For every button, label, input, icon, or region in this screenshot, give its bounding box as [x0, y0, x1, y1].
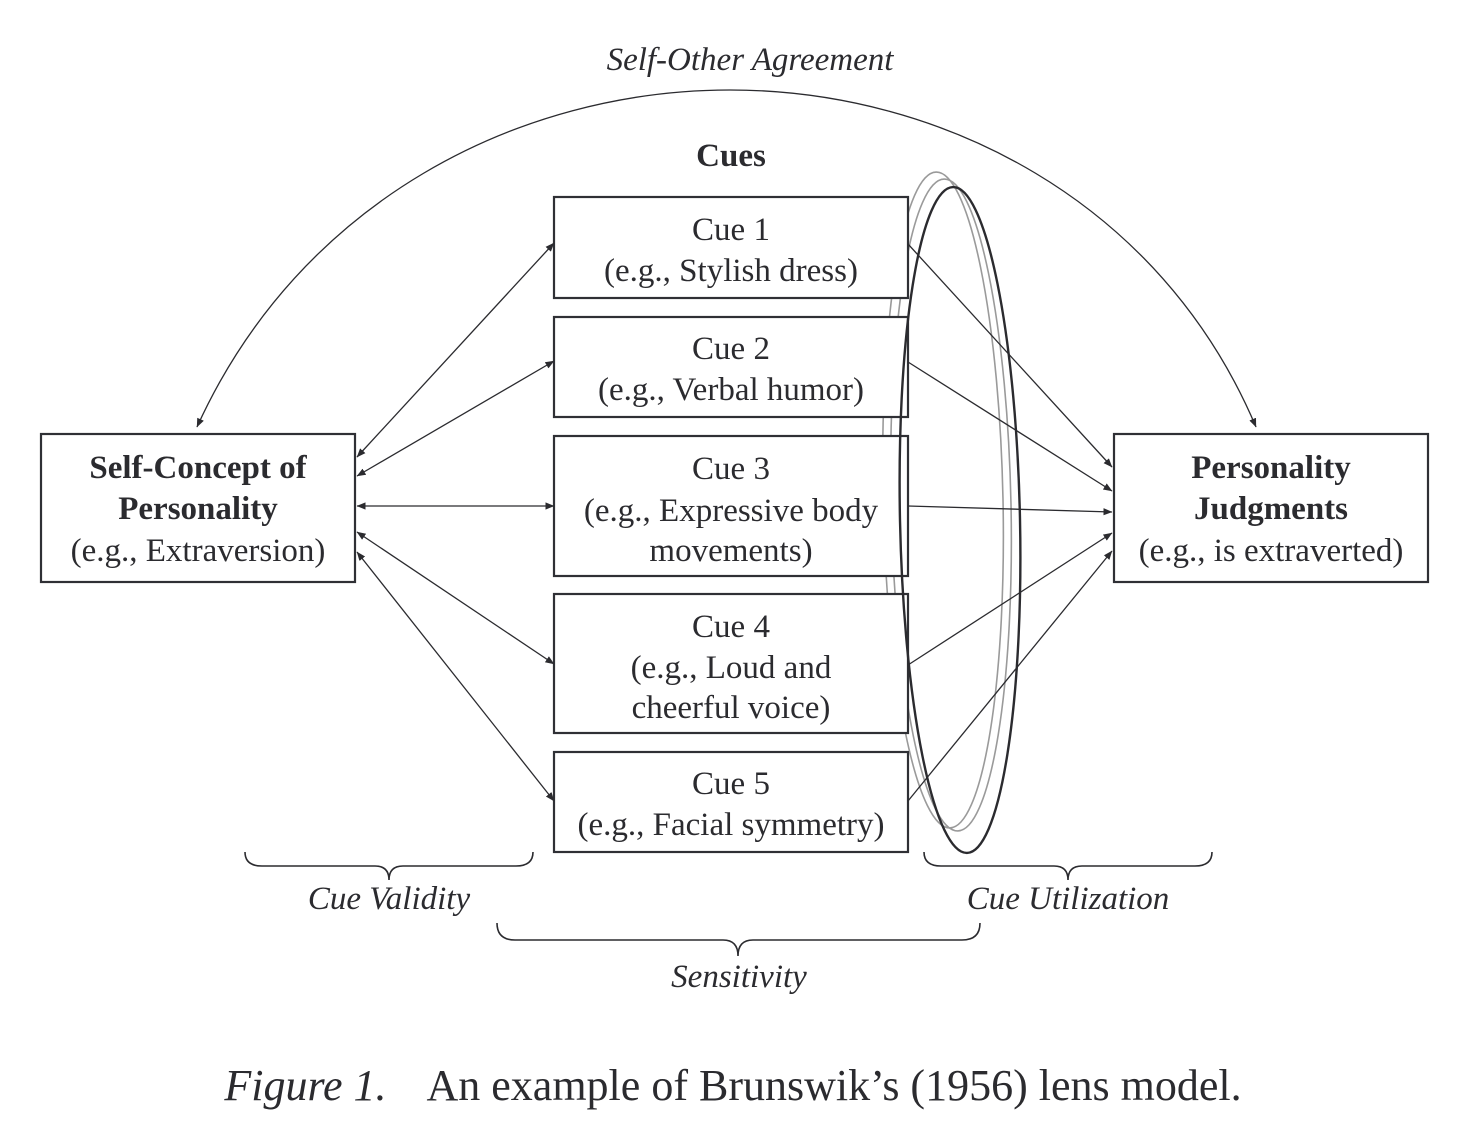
self-concept-title-1: Self-Concept of — [89, 450, 307, 486]
sensitivity-brace — [496, 922, 981, 957]
cue-1-example: (e.g., Stylish dress) — [604, 253, 858, 289]
self-concept-title-2: Personality — [118, 491, 278, 527]
figure-label: Figure 1. — [223, 1061, 386, 1110]
self-other-agreement-label: Self-Other Agreement — [607, 42, 895, 78]
edge-self-cue4 — [356, 531, 555, 665]
personality-judgments-box: Personality Judgments (e.g., is extraver… — [1112, 432, 1430, 584]
edge-cue2-judgment — [907, 361, 1113, 492]
edge-cue3-judgment — [907, 505, 1113, 516]
cue-4-title: Cue 4 — [692, 609, 770, 645]
judgments-example: (e.g., is extraverted) — [1139, 533, 1404, 569]
cue-3-example-cont: movements) — [649, 533, 812, 569]
figure-caption: Figure 1. An example of Brunswik’s (1956)… — [223, 1061, 1241, 1110]
cue-5-example: (e.g., Facial symmetry) — [578, 807, 885, 843]
cue-utilization-brace — [923, 851, 1213, 881]
cue-box-1: Cue 1 (e.g., Stylish dress) — [552, 195, 910, 300]
cue-3-example: (e.g., Expressive body — [584, 493, 879, 529]
cue-validity-arrows — [356, 242, 555, 802]
cue-4-example: (e.g., Loud and — [631, 650, 832, 686]
cue-1-title: Cue 1 — [692, 212, 770, 248]
edge-cue1-judgment — [907, 243, 1113, 468]
cue-box-4: Cue 4 (e.g., Loud and cheerful voice) — [552, 592, 910, 735]
judgments-title-2: Judgments — [1194, 491, 1348, 527]
cues-header: Cues — [696, 138, 766, 174]
sensitivity-label: Sensitivity — [671, 959, 807, 995]
self-concept-example: (e.g., Extraversion) — [71, 533, 326, 569]
cue-box-2: Cue 2 (e.g., Verbal humor) — [552, 315, 910, 419]
cue-box-3: Cue 3 (e.g., Expressive body movements) — [552, 434, 910, 578]
cue-2-example: (e.g., Verbal humor) — [598, 372, 864, 408]
cue-box-5: Cue 5 (e.g., Facial symmetry) — [552, 750, 910, 854]
judgments-title-1: Personality — [1191, 450, 1351, 486]
cue-utilization-label: Cue Utilization — [967, 881, 1170, 917]
self-other-agreement-arc — [196, 89, 1257, 428]
cue-3-title: Cue 3 — [692, 451, 770, 487]
lens-ellipse-main — [898, 185, 1022, 855]
cue-validity-label: Cue Validity — [308, 881, 471, 917]
edge-cue5-judgment — [907, 550, 1113, 802]
cue-2-title: Cue 2 — [692, 331, 770, 367]
figure-caption-text: An example of Brunswik’s (1956) lens mod… — [427, 1061, 1242, 1110]
edge-cue4-judgment — [907, 532, 1113, 666]
edge-self-cue5 — [356, 551, 555, 802]
cue-5-title: Cue 5 — [692, 766, 770, 802]
edge-self-cue2 — [356, 360, 555, 477]
cue-utilization-arrows — [907, 243, 1113, 802]
edge-self-cue1 — [356, 242, 555, 458]
cue-4-example-cont: cheerful voice) — [632, 690, 831, 726]
self-concept-box: Self-Concept of Personality (e.g., Extra… — [39, 432, 357, 584]
cue-validity-brace — [244, 851, 534, 881]
